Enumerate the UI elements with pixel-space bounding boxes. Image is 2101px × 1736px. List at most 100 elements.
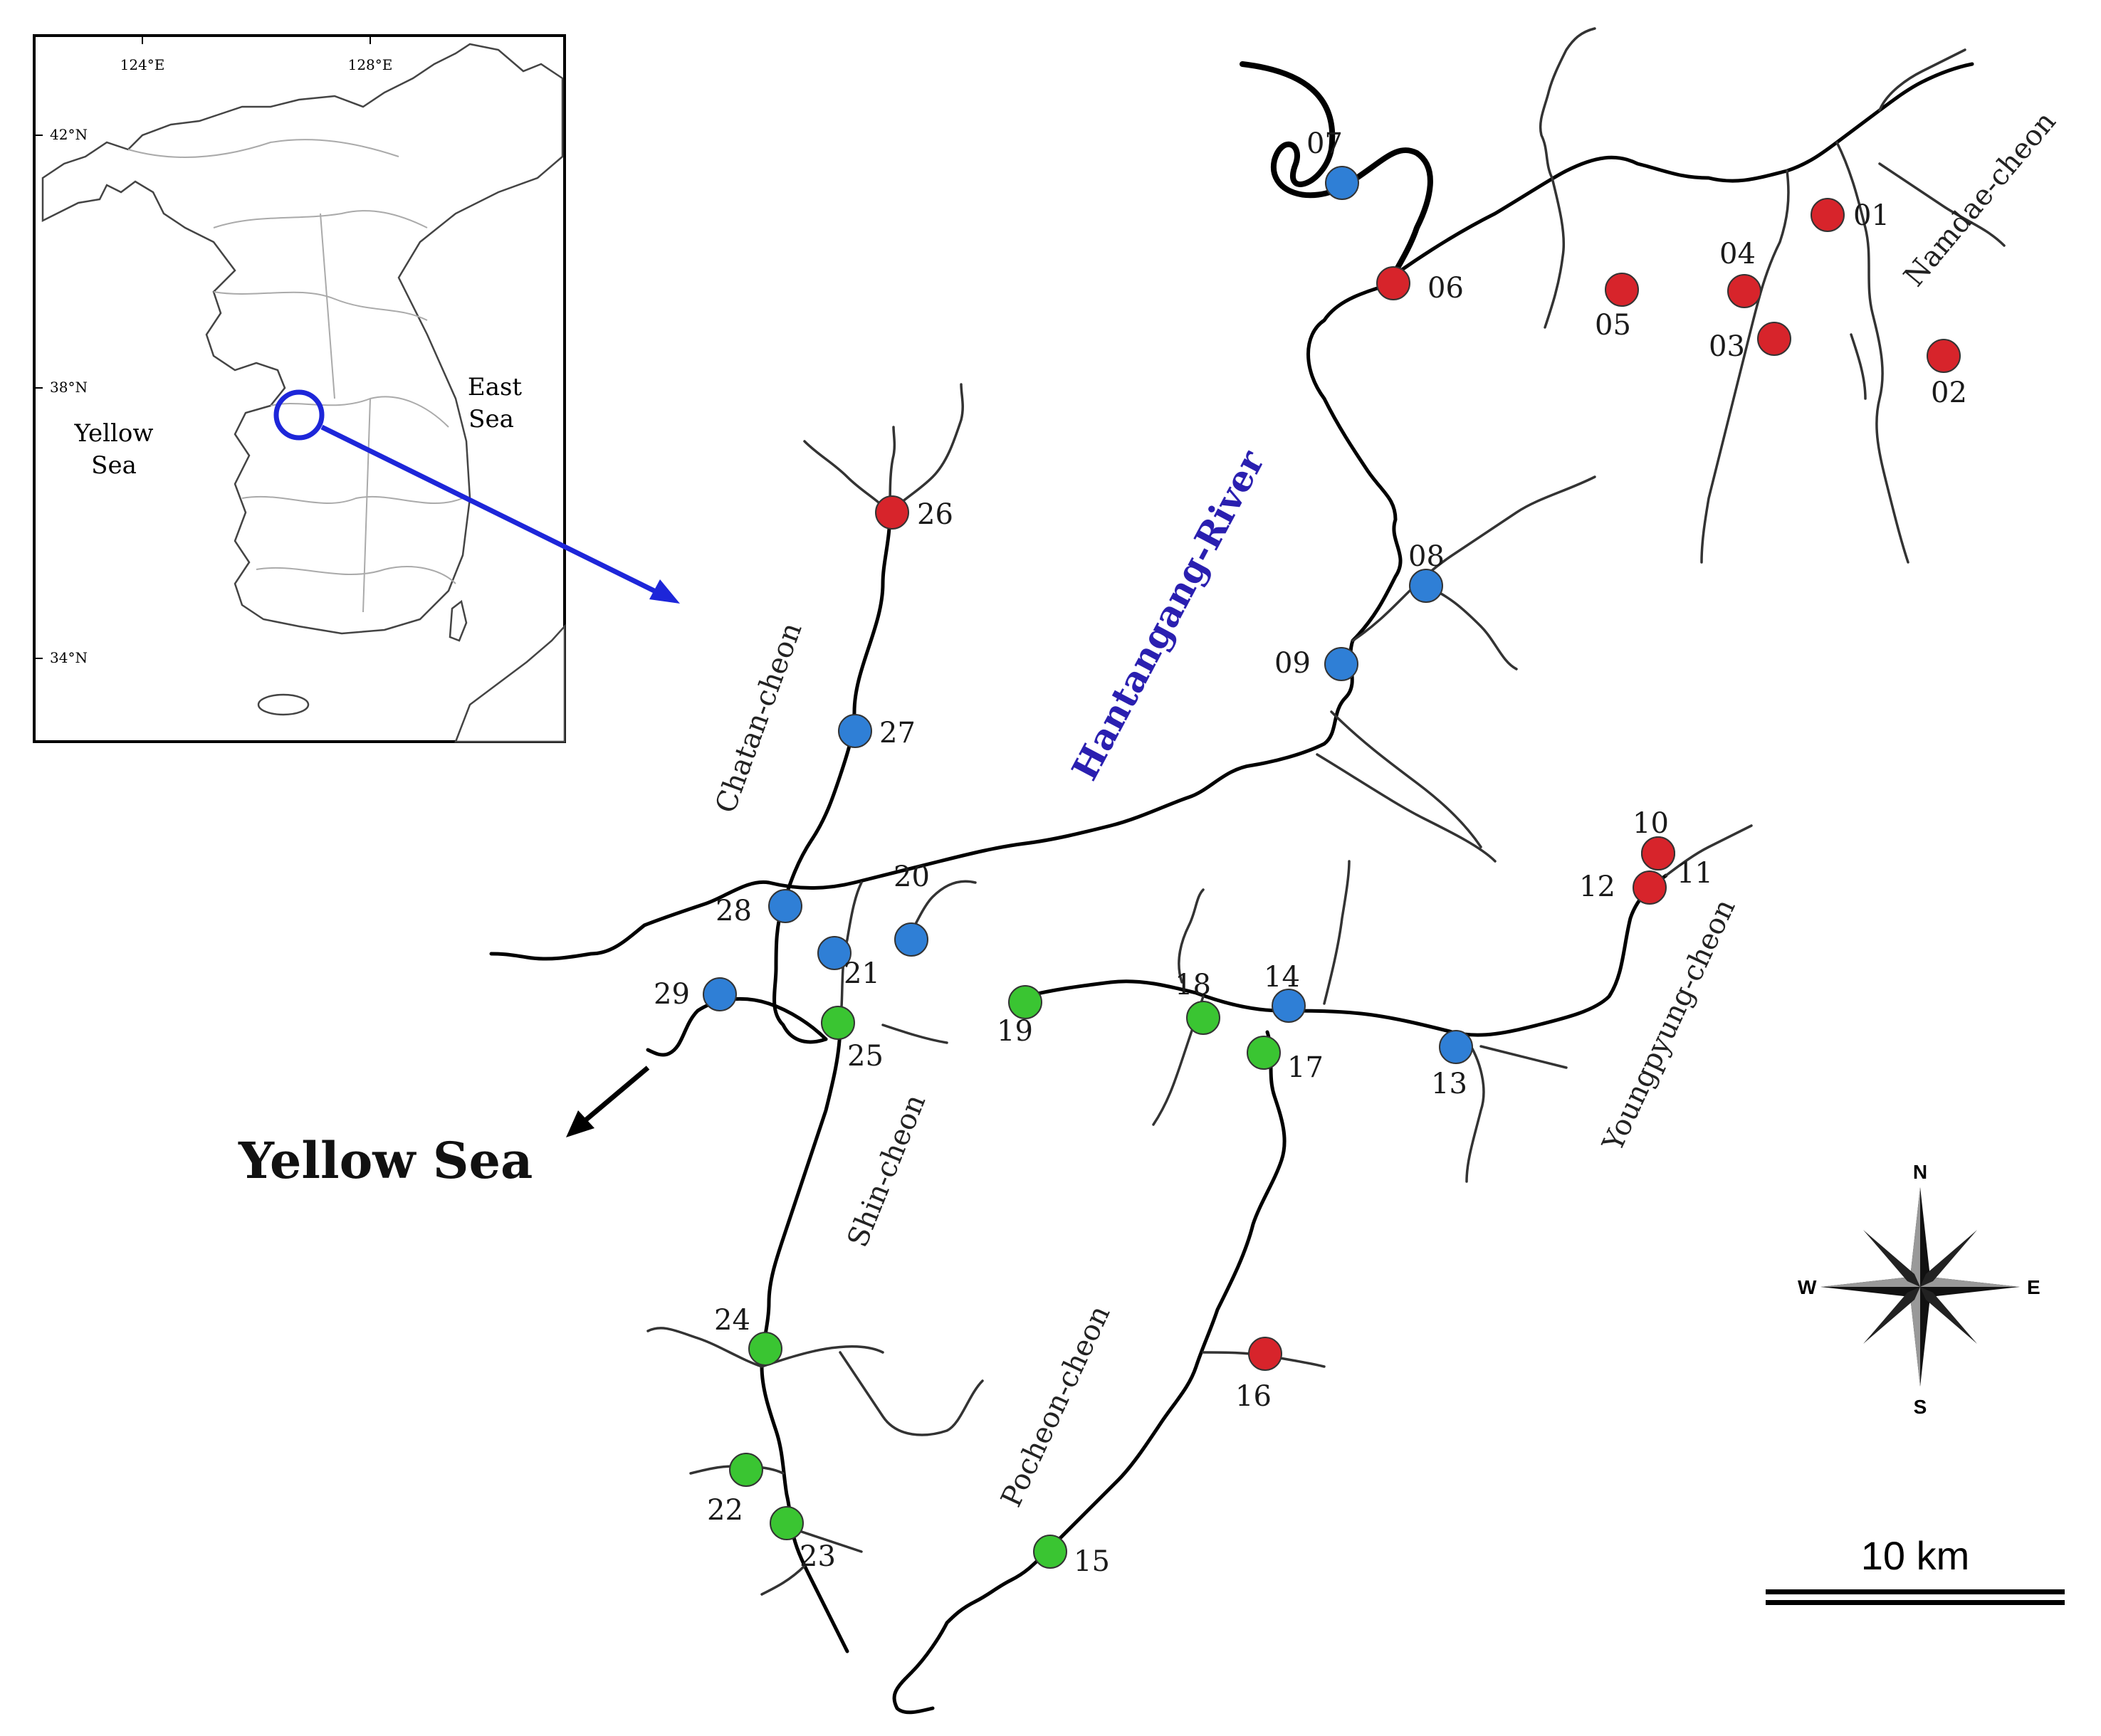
site-label-18: 18 <box>1175 969 1211 1001</box>
river-network <box>489 27 2006 1715</box>
compass-east-label: E <box>2027 1276 2040 1298</box>
inset-east-sea-line1: East <box>468 373 523 401</box>
scale-bar-line-top <box>1766 1589 2065 1594</box>
shin-west-branch <box>646 1327 763 1368</box>
site-marker-14 <box>1272 989 1306 1023</box>
site-label-17: 17 <box>1287 1051 1324 1084</box>
scale-bar-line-bottom <box>1766 1600 2065 1605</box>
site-marker-19 <box>1008 985 1042 1019</box>
namdae-south-branch-3 <box>1835 141 1909 564</box>
site-marker-15 <box>1033 1535 1067 1569</box>
study-area-highlight-circle <box>273 389 325 441</box>
pocheon-cheon-river <box>892 1030 1287 1715</box>
site-label-02: 02 <box>1931 377 1967 409</box>
compass-north-label: N <box>1913 1161 1927 1183</box>
tsushima-island-shape <box>449 599 468 642</box>
site-label-22: 22 <box>707 1494 743 1527</box>
site-marker-29 <box>703 977 737 1011</box>
compass-rose: N S E W <box>1798 1161 2040 1418</box>
scale-bar-label: 10 km <box>1861 1533 1970 1578</box>
site-label-24: 24 <box>714 1304 750 1337</box>
tributary-north-14 <box>1323 860 1351 1005</box>
tributary-north-18 <box>1178 888 1205 984</box>
site-marker-27 <box>838 714 872 748</box>
site-marker-11 <box>1641 836 1675 870</box>
namdae-cheon-label: Namdae-cheon <box>1897 105 2062 293</box>
site-label-09: 09 <box>1274 647 1311 680</box>
site-marker-04 <box>1727 274 1761 308</box>
site-marker-05 <box>1605 273 1639 307</box>
site-marker-13 <box>1439 1030 1473 1064</box>
compass-south-label: S <box>1914 1396 1927 1418</box>
chatan-nw-branch <box>803 440 891 514</box>
inset-lat-label-34: 34°N <box>50 649 88 666</box>
yellow-sea-arrow <box>566 1066 650 1137</box>
inset-map: 124°E 128°E 42°N 38°N 34°N Yellow Sea Ea… <box>33 34 566 743</box>
site-label-26: 26 <box>917 498 953 531</box>
compass-west-label: W <box>1798 1276 1817 1298</box>
shin-east-branch-3 <box>796 1529 863 1553</box>
chatan-cheon-label: Chatan-cheon <box>709 619 808 818</box>
site-marker-06 <box>1376 266 1410 300</box>
site-label-19: 19 <box>997 1015 1033 1048</box>
site-label-07: 07 <box>1306 127 1343 160</box>
site-marker-23 <box>770 1506 804 1540</box>
inset-east-sea-line2: Sea <box>468 405 514 433</box>
site-label-14: 14 <box>1264 961 1300 994</box>
chatan-n-branch <box>889 426 896 514</box>
youngpyung-cheon-label: Youngpyung-cheon <box>1596 894 1742 1157</box>
site-marker-01 <box>1811 198 1845 232</box>
scale-bar: 10 km <box>1766 1533 2065 1605</box>
hantangang-river-label: Hantangang-River <box>1064 443 1273 787</box>
namdae-south-branch-2 <box>1700 169 1790 564</box>
site-label-11: 11 <box>1677 857 1713 890</box>
site-label-06: 06 <box>1427 272 1464 305</box>
inset-yellow-sea-line1: Yellow <box>74 419 154 448</box>
site-marker-07 <box>1325 166 1359 200</box>
namdae-upper-tributary <box>1539 27 1596 179</box>
site-label-16: 16 <box>1235 1380 1272 1413</box>
site-label-08: 08 <box>1408 540 1445 573</box>
shin-east-branch <box>760 1345 884 1368</box>
jeju-island-shape <box>257 693 310 716</box>
site-marker-24 <box>748 1332 782 1366</box>
pocheon-cheon-label: Pocheon-cheon <box>995 1300 1116 1512</box>
site-marker-08 <box>1409 569 1443 603</box>
shin-cheon-label: Shin-cheon <box>842 1090 933 1252</box>
inset-lat-label-42: 42°N <box>50 126 88 143</box>
east-minor-branch <box>1850 333 1867 400</box>
site-marker-18 <box>1186 1001 1220 1035</box>
namdae-east-branch <box>1878 162 2006 247</box>
site-label-27: 27 <box>879 717 916 749</box>
sampling-sites: 0102030405060708091011121314151617181920… <box>654 127 1967 1578</box>
korean-peninsula-shape <box>41 43 564 635</box>
tributary-north-21 <box>839 881 863 1026</box>
site-label-20: 20 <box>894 861 930 893</box>
site-label-03: 03 <box>1709 330 1745 363</box>
tributary-east-lower <box>1330 710 1482 848</box>
site-marker-28 <box>768 889 802 923</box>
namdae-north-branch <box>1878 48 1966 112</box>
site-marker-21 <box>817 936 852 970</box>
namdae-south-branch-1 <box>1544 177 1566 329</box>
site-marker-02 <box>1927 339 1961 373</box>
site-marker-16 <box>1248 1337 1282 1371</box>
site-marker-09 <box>1324 647 1358 681</box>
inset-internal-borders <box>127 139 463 613</box>
tributary-mid-east <box>1316 753 1497 863</box>
namdae-cheon-river <box>1379 62 1974 287</box>
site-label-15: 15 <box>1074 1545 1110 1578</box>
site-marker-03 <box>1757 322 1791 356</box>
tributary-north-20 <box>910 880 977 934</box>
site-marker-12 <box>1633 870 1667 905</box>
youngpyung-upper <box>1665 824 1753 877</box>
site-label-10: 10 <box>1633 807 1669 840</box>
site-label-05: 05 <box>1595 309 1631 342</box>
site-marker-25 <box>821 1006 855 1040</box>
inset-lat-label-38: 38°N <box>50 379 88 396</box>
site-marker-17 <box>1247 1036 1281 1070</box>
youngpyung-south-branch <box>1465 1038 1485 1183</box>
site-label-29: 29 <box>654 978 690 1011</box>
